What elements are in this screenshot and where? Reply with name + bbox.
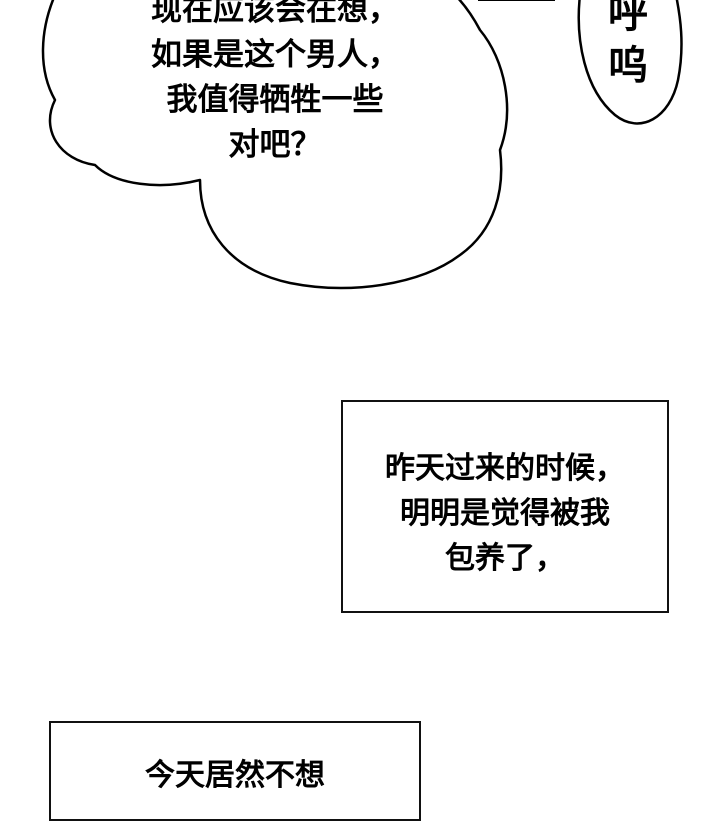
thought-bubble-text: 现在应该会在想， 如果是这个男人， 我值得牺牲一些 对吧？ [110,0,440,168]
thought-bubble-outline [41,0,509,290]
thought-line: 对吧？ [228,127,322,163]
caption-box-text: 今天居然不想 [51,753,419,798]
comic-panel: 现在应该会在想， 如果是这个男人， 我值得牺牲一些 对吧？ 呼 呜 昨天过来的时… [41,0,683,821]
thought-line: 我值得牺牲一些 [166,82,384,118]
thought-line: 如果是这个男人， [151,37,399,73]
thought-line: 现在应该会在想， [151,0,399,28]
caption-line: 今天居然不想 [145,758,325,793]
sfx-char: 呜 [608,43,648,89]
sfx-bubble-outline [577,0,683,125]
bubble-outlines [41,0,683,290]
caption-box-text: 昨天过来的时候， 明明是觉得被我 包养了， [343,446,667,581]
caption-line: 包养了， [445,541,565,576]
sfx-char: 呼 [608,0,648,37]
caption-box: 今天居然不想 [49,721,421,821]
caption-box: 昨天过来的时候， 明明是觉得被我 包养了， [341,400,669,613]
sfx-bubble-text: 呼 呜 [598,0,658,92]
caption-line: 明明是觉得被我 [400,496,610,531]
caption-line: 昨天过来的时候， [385,451,625,486]
